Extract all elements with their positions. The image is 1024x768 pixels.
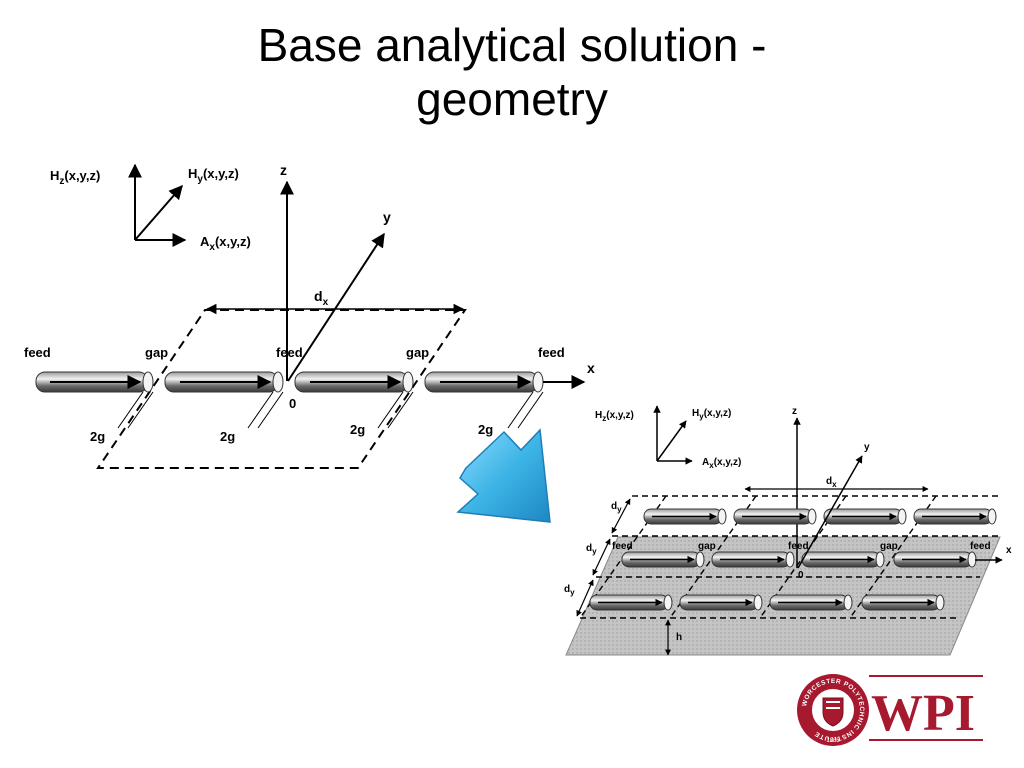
gap-label: gap: [880, 541, 898, 552]
wpi-logo: WORCESTER POLYTECHNIC INSTITUTE 1865 WPI: [797, 674, 983, 746]
origin-label: 0: [798, 570, 804, 581]
rod-row: [35, 371, 544, 393]
gap-width-label: 2g: [220, 429, 235, 444]
gap-width-markers: [117, 391, 544, 429]
hy-label: Hy(x,y,z): [692, 408, 731, 421]
hz-label: Hz(x,y,z): [50, 168, 100, 187]
gap-label: gap: [406, 345, 429, 360]
feed-label: feed: [612, 541, 633, 552]
rod: [861, 594, 945, 611]
dy-label: dy: [611, 501, 622, 514]
feed-label: feed: [970, 541, 991, 552]
hy-arrow: [134, 184, 183, 241]
feed-label: feed: [788, 541, 809, 552]
hy-label: Hy(x,y,z): [188, 166, 239, 185]
feed-label: feed: [24, 345, 51, 360]
rod: [424, 371, 544, 393]
rod: [913, 508, 997, 525]
rod: [621, 551, 705, 568]
rod: [893, 551, 977, 568]
rod: [643, 508, 727, 525]
rod: [35, 371, 154, 393]
ax-label: Ax(x,y,z): [702, 457, 741, 470]
field-legend: Hz(x,y,z) Hy(x,y,z) Ax(x,y,z): [50, 163, 251, 253]
seal-year: 1865: [826, 738, 840, 744]
rod: [733, 508, 817, 525]
gap-width-label: 2g: [350, 422, 365, 437]
z-axis-label: z: [792, 406, 797, 417]
gap-label: gap: [145, 345, 168, 360]
y-axis: [797, 455, 863, 569]
y-axis: [287, 232, 385, 382]
slide-title: Base analytical solution - geometry: [0, 18, 1024, 126]
dx-label: dx: [826, 476, 837, 489]
feed-label: feed: [276, 345, 303, 360]
rod: [801, 551, 885, 568]
slide-title-line1: Base analytical solution -: [257, 19, 767, 71]
array-rods: [589, 508, 997, 611]
dy-dimensions: [576, 498, 631, 617]
ax-label: Ax(x,y,z): [200, 234, 251, 253]
feed-label: feed: [538, 345, 565, 360]
dy-label: dy: [586, 543, 597, 556]
rod: [823, 508, 907, 525]
rod: [769, 594, 853, 611]
rod: [294, 371, 414, 393]
z-axis-label: z: [280, 162, 287, 178]
rod-row-middle: [621, 551, 977, 568]
rod-row-back: [643, 508, 997, 525]
height-label: h: [676, 632, 682, 643]
transition-arrow-icon: [456, 428, 551, 523]
rod: [589, 594, 673, 611]
rod: [164, 371, 284, 393]
hz-label: Hz(x,y,z): [595, 410, 634, 423]
x-axis-label: x: [1006, 545, 1012, 556]
shield-icon: [822, 697, 844, 727]
origin-label: 0: [289, 396, 296, 411]
rod: [679, 594, 763, 611]
gap-width-label: 2g: [478, 422, 493, 437]
rod: [711, 551, 795, 568]
array-diagram: Hz(x,y,z) Hy(x,y,z) Ax(x,y,z) z dx dy: [564, 405, 1012, 656]
array-field-legend: Hz(x,y,z) Hy(x,y,z) Ax(x,y,z): [595, 405, 741, 470]
dy-label: dy: [564, 584, 575, 597]
rod-row-front: [589, 594, 945, 611]
y-axis-label: y: [383, 209, 391, 225]
single-row-diagram: Hz(x,y,z) Hy(x,y,z) Ax(x,y,z) dx z: [24, 162, 595, 469]
gap-width-label: 2g: [90, 429, 105, 444]
gap-label: gap: [698, 541, 716, 552]
slide-title-line2: geometry: [416, 73, 608, 125]
y-axis-label: y: [864, 442, 870, 453]
dx-label: dx: [314, 288, 329, 308]
wpi-wordmark: WPI: [871, 685, 975, 742]
x-axis-label: x: [587, 360, 595, 376]
